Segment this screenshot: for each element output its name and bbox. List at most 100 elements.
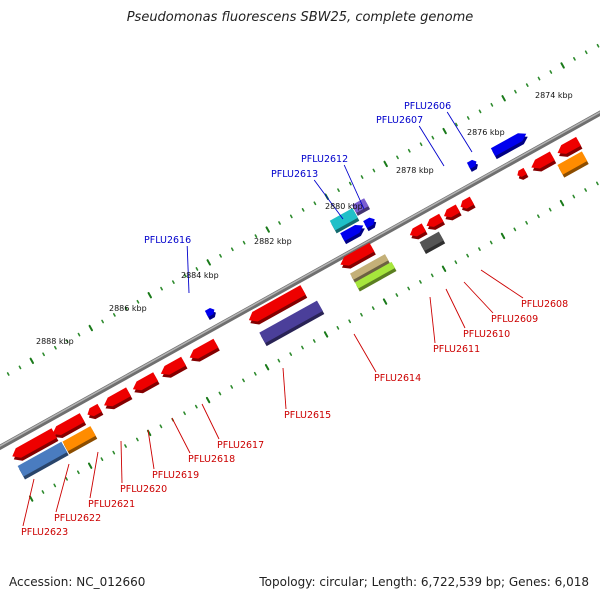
label-leader-forward xyxy=(446,111,473,153)
scale-tick-label: 2880 kbp xyxy=(325,202,363,211)
forward-scale-tick xyxy=(490,102,494,107)
forward-scale-tick xyxy=(501,95,506,102)
gene-block-reverse xyxy=(52,413,87,438)
reverse-scale-tick xyxy=(135,437,139,442)
label-leader-reverse xyxy=(201,403,220,440)
reverse-scale-tick xyxy=(500,232,506,240)
gene-block-reverse xyxy=(17,441,69,480)
gene-label-reverse: PFLU2623 xyxy=(21,527,68,538)
forward-scale-tick xyxy=(183,273,187,278)
forward-scale-tick xyxy=(230,247,234,252)
genes-layer xyxy=(12,133,589,480)
reverse-scale-tick xyxy=(312,339,316,343)
label-leader-reverse xyxy=(55,463,70,513)
gene-block-reverse xyxy=(62,426,98,455)
gene-label-reverse: PFLU2622 xyxy=(54,513,101,524)
scale-tick-label: 2884 kbp xyxy=(181,271,219,280)
forward-scale-tick xyxy=(360,175,364,179)
forward-scale-tick xyxy=(136,299,140,304)
label-leader-reverse xyxy=(463,281,494,314)
reverse-scale-tick xyxy=(264,364,270,371)
forward-scale-tick xyxy=(372,168,376,173)
genome-summary-text: Topology: circular; Length: 6,722,539 bp… xyxy=(259,575,589,589)
forward-scale-tick xyxy=(289,214,293,219)
gene-block-reverse xyxy=(132,372,160,394)
reverse-scale-tick xyxy=(41,490,45,494)
forward-scale-tick xyxy=(65,339,69,344)
forward-scale-tick xyxy=(254,234,258,238)
reverse-scale-tick xyxy=(87,462,93,469)
gene-block-reverse xyxy=(354,261,397,292)
forward-scale-tick xyxy=(537,76,541,81)
label-leader-forward xyxy=(313,179,344,220)
gene-block-reverse xyxy=(12,428,59,461)
gene-label-reverse: PFLU2611 xyxy=(433,344,480,355)
label-leader-reverse xyxy=(147,429,155,470)
forward-scale-tick xyxy=(466,116,470,120)
backbone-line xyxy=(0,110,600,451)
gene-block-reverse xyxy=(460,196,476,212)
scale-tick-label: 2876 kbp xyxy=(467,128,505,137)
forward-scale-tick xyxy=(171,280,175,284)
forward-scale-tick xyxy=(348,181,352,186)
reverse-scale-tick xyxy=(537,214,540,219)
gene-block-reverse xyxy=(340,242,376,269)
forward-scale-tick xyxy=(112,313,116,317)
reverse-scale-tick xyxy=(112,450,116,455)
forward-scale-tick xyxy=(301,208,305,212)
reverse-scale-tick xyxy=(28,495,34,502)
gene-label-forward: PFLU2607 xyxy=(376,115,423,126)
reverse-scale-tick xyxy=(454,260,458,265)
forward-scale-tick xyxy=(596,43,600,48)
label-leader-reverse xyxy=(445,288,466,329)
reverse-scale-tick xyxy=(419,280,422,284)
forward-scale-tick xyxy=(455,122,458,127)
reverse-scale-tick xyxy=(205,396,211,404)
label-leader-forward xyxy=(186,245,190,294)
reverse-scale-tick xyxy=(301,345,304,350)
forward-scale-tick xyxy=(88,324,93,332)
reverse-scale-tick xyxy=(395,293,399,297)
forward-scale-tick xyxy=(160,286,163,291)
forward-scale-tick xyxy=(54,345,57,350)
gene-block-reverse xyxy=(517,167,529,180)
reverse-scale-tick xyxy=(76,470,80,475)
reverse-scale-tick xyxy=(124,444,127,448)
reverse-scale-tick xyxy=(513,227,517,232)
label-leader-reverse xyxy=(282,367,287,410)
gene-block-reverse xyxy=(350,254,390,283)
forward-scale-tick xyxy=(337,188,340,193)
forward-scale-tick xyxy=(396,155,399,160)
scale-tick-label: 2886 kbp xyxy=(109,304,147,313)
reverse-scale-tick xyxy=(478,247,481,251)
reverse-scale-tick xyxy=(584,188,587,192)
forward-scale-tick xyxy=(383,160,388,168)
gene-label-forward: PFLU2613 xyxy=(271,169,318,180)
reverse-scale-tick xyxy=(183,411,186,416)
label-leader-reverse xyxy=(120,440,123,484)
reverse-scale-tick xyxy=(100,457,104,461)
gene-label-reverse: PFLU2621 xyxy=(88,499,135,510)
gene-label-forward: PFLU2616 xyxy=(144,235,191,246)
gene-block-forward xyxy=(363,217,377,232)
gene-block-forward xyxy=(490,133,528,160)
gene-label-reverse: PFLU2619 xyxy=(152,470,199,481)
reverse-scale-tick xyxy=(548,207,552,212)
forward-scale-tick xyxy=(42,352,45,357)
forward-scale-tick xyxy=(560,62,565,69)
gene-block-reverse xyxy=(426,213,446,230)
forward-scale-tick xyxy=(219,253,222,258)
gene-label-reverse: PFLU2610 xyxy=(463,329,510,340)
scale-tick-label: 2878 kbp xyxy=(396,166,434,175)
gene-block-forward xyxy=(329,208,360,234)
gene-label-reverse: PFLU2609 xyxy=(491,314,538,325)
label-leader-forward xyxy=(418,125,445,167)
reverse-scale-tick xyxy=(194,404,198,409)
reverse-scale-tick xyxy=(336,325,340,330)
reverse-scale-tick xyxy=(407,286,411,291)
forward-scale-tick xyxy=(584,50,588,55)
reverse-scale-tick xyxy=(242,378,245,383)
gene-label-reverse: PFLU2620 xyxy=(120,484,167,495)
forward-scale-tick xyxy=(419,142,423,147)
forward-scale-tick xyxy=(124,306,128,311)
